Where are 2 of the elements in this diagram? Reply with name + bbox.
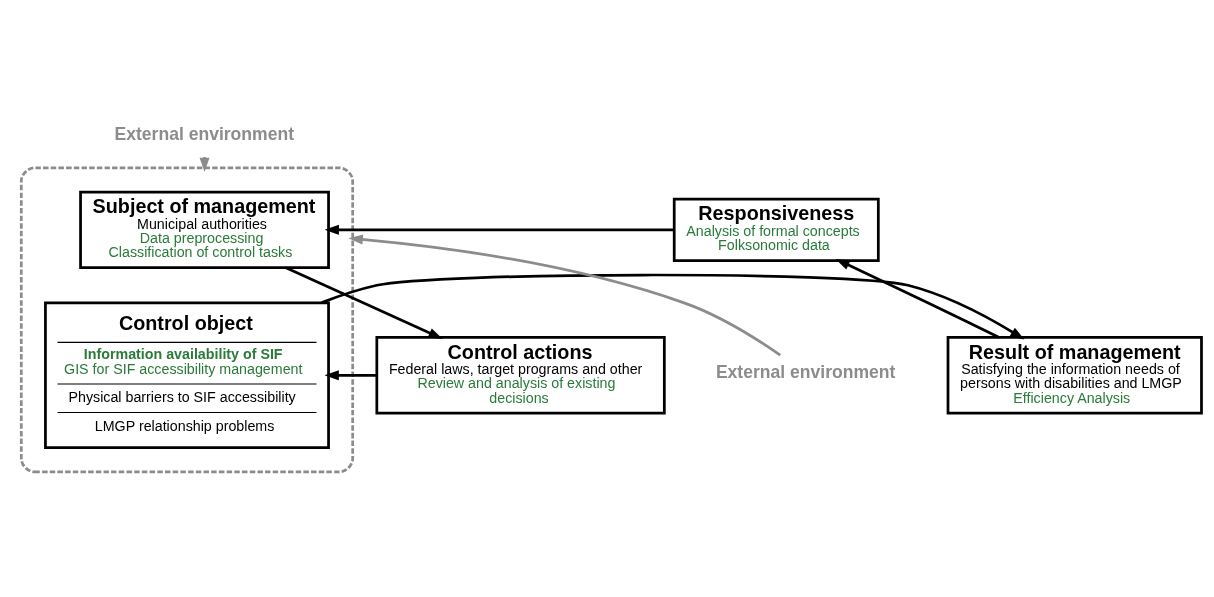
node-text: External environment xyxy=(114,123,294,144)
node-text: External environment xyxy=(715,361,896,382)
